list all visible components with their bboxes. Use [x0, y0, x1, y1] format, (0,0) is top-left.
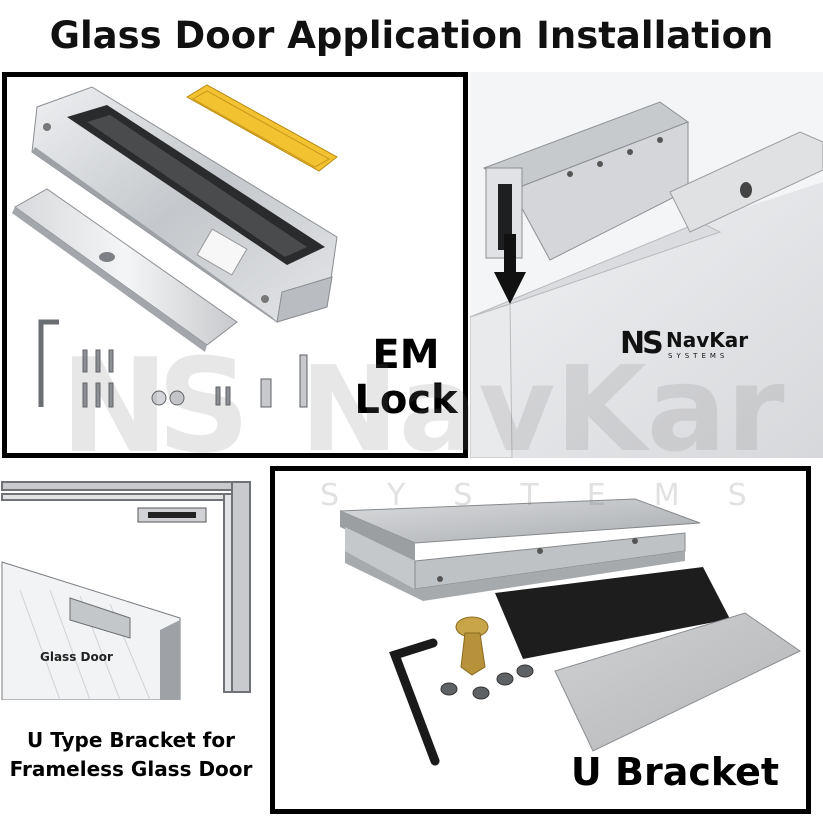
door-frame	[1, 481, 251, 693]
magnet-block	[669, 131, 823, 233]
bracket-holes	[567, 137, 663, 177]
navkar-logo: NS NavKar SYSTEMS	[620, 326, 780, 366]
logo-sub: SYSTEMS	[668, 352, 729, 360]
rubber-pad	[495, 567, 730, 659]
u-bracket	[339, 498, 701, 601]
u-bracket-label: U Bracket	[570, 750, 780, 794]
frameless-door-illustration	[1, 481, 251, 700]
down-arrow-icon	[494, 234, 526, 304]
logo-name: NavKar	[666, 328, 749, 352]
glass-door-label: Glass Door	[40, 650, 113, 664]
glass-panel	[470, 182, 823, 458]
logo-mark: NS	[620, 326, 664, 361]
em-lock-panel: EM Lock	[2, 72, 468, 458]
metal-plate	[554, 612, 801, 752]
em-lock-illustration	[12, 84, 338, 408]
page-title: Glass Door Application Installation	[49, 14, 774, 57]
allen-key	[389, 638, 440, 766]
brass-screw	[455, 616, 489, 676]
installation-panel: NS NavKar SYSTEMS	[470, 72, 823, 458]
em-lock-label: EM Lock	[351, 333, 461, 423]
armature-plate	[12, 188, 238, 352]
warning-label	[186, 84, 338, 172]
installation-illustration	[470, 72, 823, 458]
grub-screws	[440, 664, 534, 700]
u-bracket-panel: U Bracket	[270, 466, 811, 814]
u-channel	[482, 101, 690, 261]
u-bracket-illustration	[339, 498, 801, 766]
frameless-door-panel: Glass Door U Type Bracket for Frameless …	[0, 470, 262, 820]
frameless-caption: U Type Bracket for Frameless Glass Door	[9, 728, 253, 781]
glass-door	[1, 561, 181, 700]
em-lock-label-line2: Lock	[354, 376, 458, 423]
screws-and-accessories	[38, 319, 308, 408]
em-lock-label-line1: EM	[372, 332, 440, 378]
magnet-body	[31, 86, 338, 323]
